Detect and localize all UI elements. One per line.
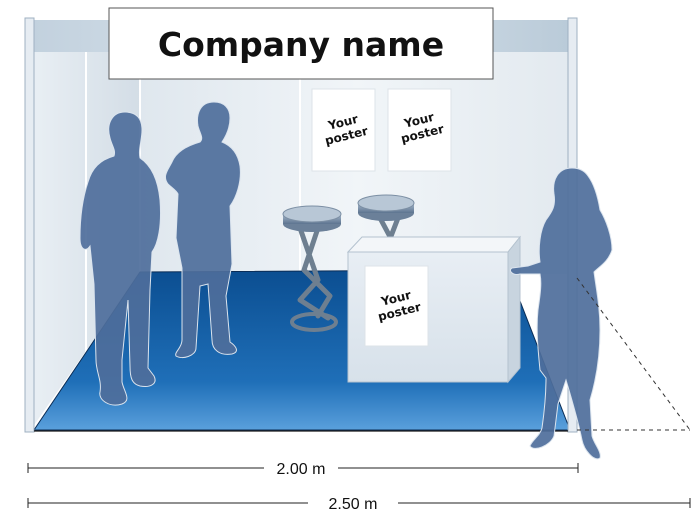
person-silhouette-woman-right [509,167,613,460]
outer-width-label: 2.50 m [329,496,378,513]
bar-stool [357,194,415,251]
wall-poster: Your poster [387,88,452,172]
person-silhouette-man-center [165,101,241,359]
inner-width-label: 2.00 m [277,461,326,478]
company-name: Company name [158,25,444,64]
company-banner: Company name [108,7,494,80]
wall-poster: Your poster [311,88,376,172]
front-post-left [24,17,35,433]
banner-board [108,7,494,80]
person-silhouette-man-left [79,111,161,406]
perspective-guides [576,277,691,431]
dimension-inner-width: 2.00 m [27,461,579,478]
info-counter: Your poster [346,235,522,384]
dimension-outer-width: 2.50 m [27,496,691,513]
bar-stool [282,205,342,332]
counter-poster [364,265,429,347]
